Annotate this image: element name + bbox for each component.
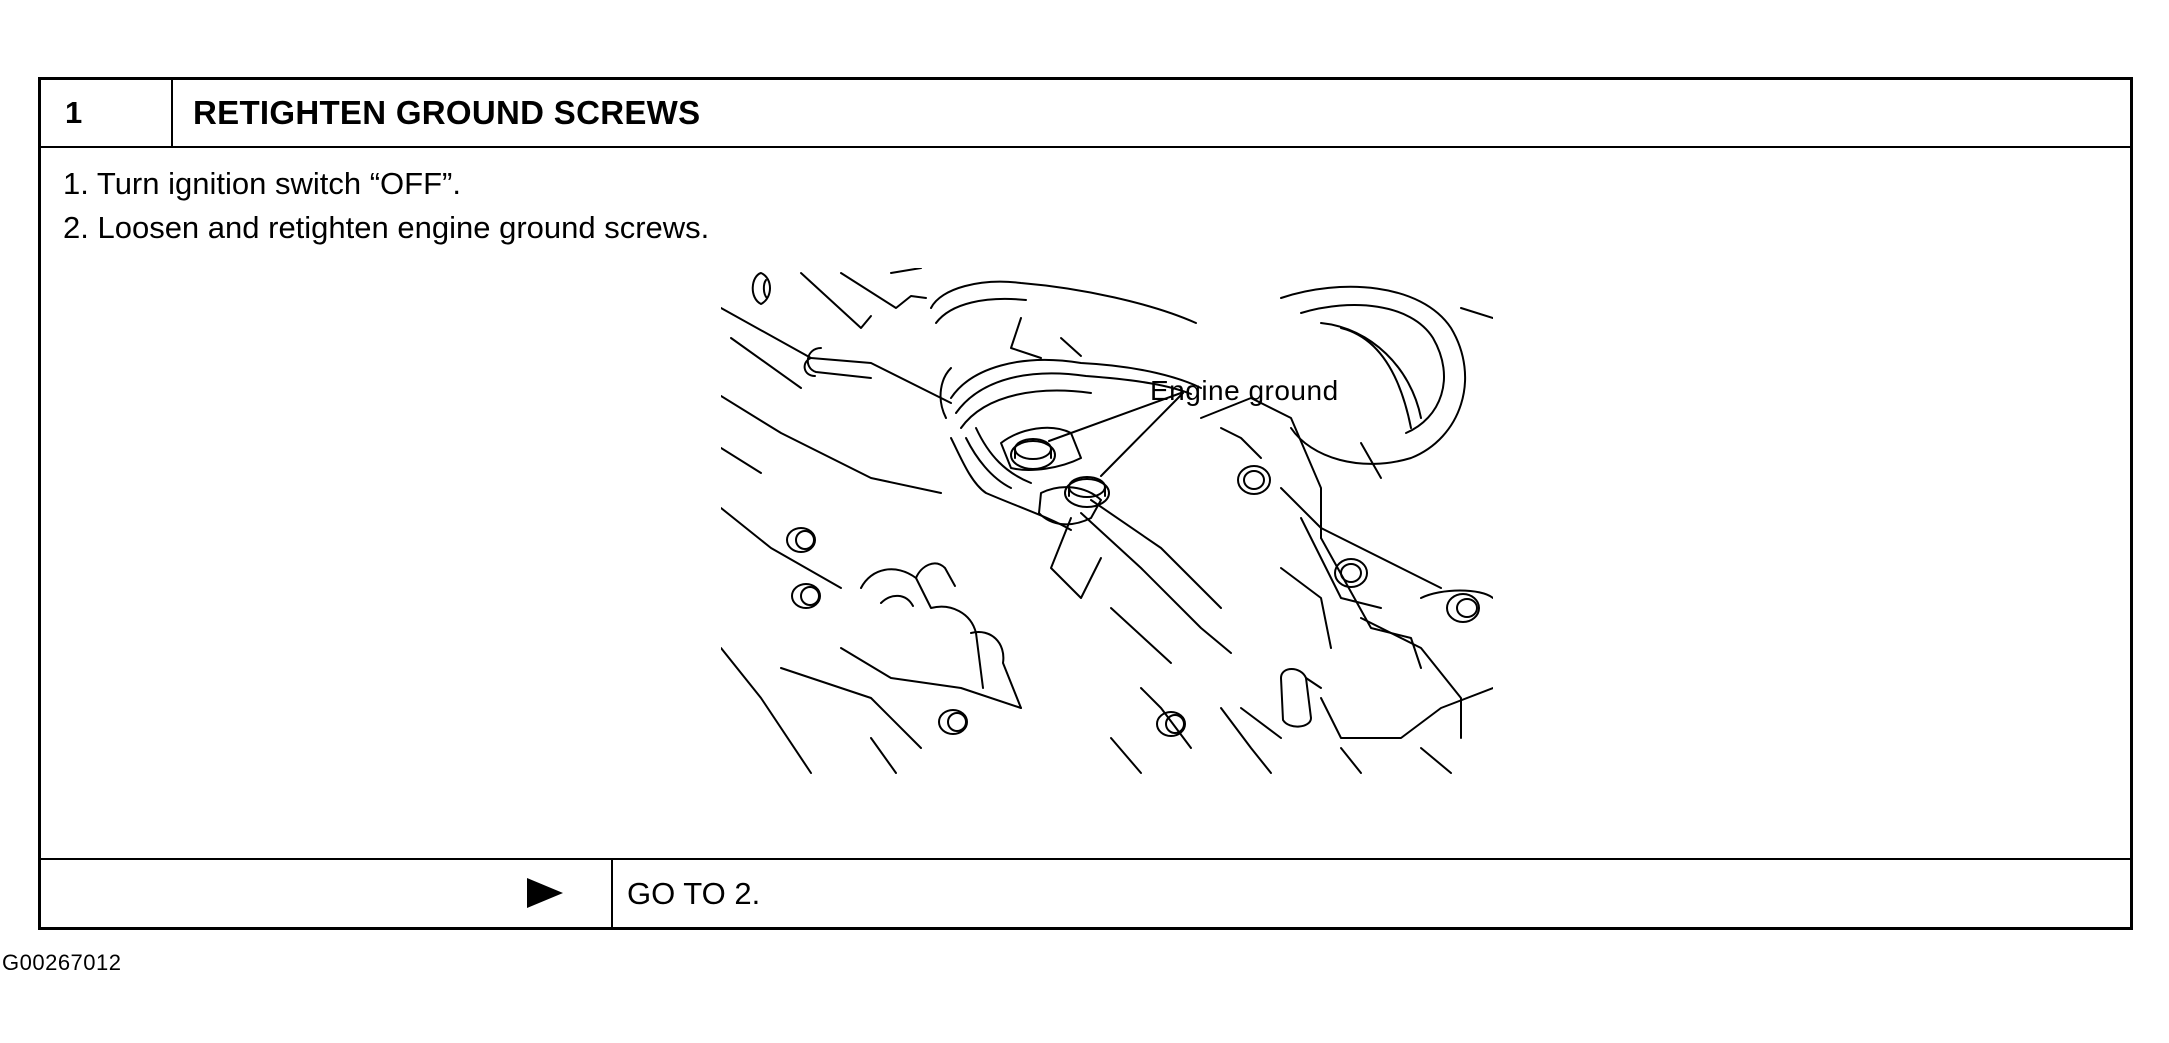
engine-ground-callout: Engine ground (1150, 375, 1339, 406)
step-number: 1 (41, 80, 173, 146)
goto-instruction: GO TO 2. (627, 876, 761, 911)
instruction-item: 1. Turn ignition switch “OFF”. (63, 166, 461, 201)
step-result-row: GO TO 2. (41, 860, 2130, 927)
step-title: RETIGHTEN GROUND SCREWS (193, 94, 701, 131)
step-body: 1. Turn ignition switch “OFF”. 2. Loosen… (41, 148, 2130, 860)
instruction-list: 1. Turn ignition switch “OFF”. 2. Loosen… (63, 162, 709, 250)
right-triangle-icon (527, 878, 563, 908)
figure-id: G00267012 (2, 950, 122, 975)
engine-ground-illustration (721, 268, 1493, 774)
instruction-item: 2. Loosen and retighten engine ground sc… (63, 210, 710, 245)
step-header: 1 RETIGHTEN GROUND SCREWS (41, 80, 2130, 148)
result-arrow-cell (41, 860, 613, 927)
step-table: 1 RETIGHTEN GROUND SCREWS 1. Turn igniti… (38, 77, 2133, 930)
